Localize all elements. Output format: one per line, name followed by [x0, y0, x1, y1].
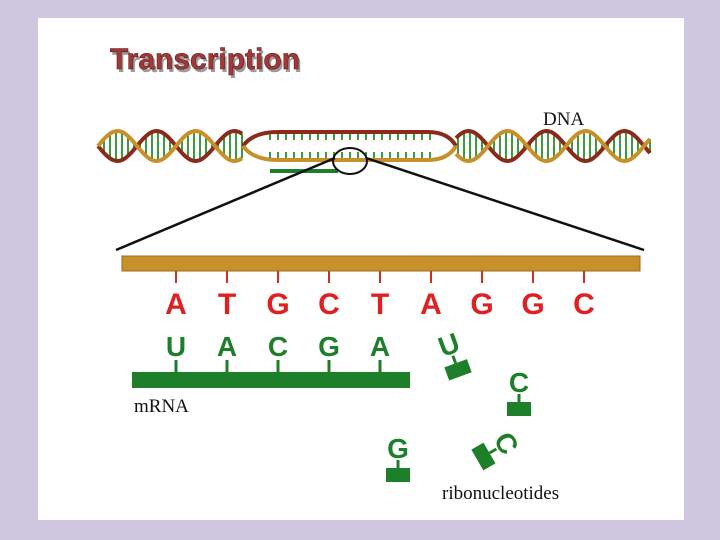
dna-base-t: T — [371, 288, 389, 321]
dna-base-t: T — [218, 288, 236, 321]
dna-base-a: A — [165, 288, 187, 321]
dna-base-a: A — [420, 288, 442, 321]
page-title: Transcription — [110, 43, 300, 76]
dna-base-g: G — [521, 288, 544, 321]
mrna-base-g: G — [318, 331, 340, 362]
bubble-bases — [269, 134, 431, 158]
zoom-line-right — [365, 156, 645, 252]
dna-base-ticks — [175, 271, 585, 283]
helix-base-pairs — [103, 131, 651, 161]
ribonucleotide-c: C — [507, 367, 531, 416]
ribonucleotide-g: G — [386, 433, 410, 482]
ribonucleotides-label: ribonucleotides — [442, 483, 559, 504]
dna-template-strand — [121, 255, 641, 272]
ribonucleotide-block — [386, 468, 410, 482]
ribonucleotide-letter: G — [387, 433, 409, 464]
ribonucleotide-letter: C — [509, 367, 529, 398]
dna-base-c: C — [573, 288, 595, 321]
ribonucleotide-letter: C — [488, 427, 525, 460]
free-ribonucleotides: U CC G — [386, 327, 531, 482]
dna-base-c: C — [318, 288, 340, 321]
dna-base-g: G — [266, 288, 289, 321]
ribonucleotide-stem — [488, 447, 498, 455]
ribonucleotide-stem — [451, 355, 458, 364]
mrna-label: mRNA — [134, 396, 189, 417]
transcription-bubble-top — [241, 130, 458, 148]
dna-double-helix — [96, 128, 652, 173]
title-group: Transcription Transcription — [110, 43, 302, 79]
ribonucleotide-letter: U — [434, 327, 464, 363]
mrna-base-ticks — [174, 360, 382, 372]
mrna-base-a: A — [217, 331, 237, 362]
mrna-base-c: C — [268, 331, 288, 362]
dna-strand-b — [96, 128, 652, 164]
ribonucleotide-block — [507, 402, 531, 416]
mrna-strand — [132, 372, 410, 388]
ribonucleotide-block — [444, 359, 472, 381]
zoom-line-left — [115, 156, 336, 252]
transcription-bubble-bottom — [241, 144, 458, 162]
ribonucleotide-u: U — [434, 327, 472, 381]
magnifier-circle — [332, 147, 368, 175]
ribonucleotide-block — [471, 442, 496, 471]
title-shadow: Transcription — [112, 46, 302, 79]
dna-base-g: G — [470, 288, 493, 321]
dna-label: DNA — [543, 109, 584, 130]
mrna-base-u: U — [166, 331, 186, 362]
mrna-base-a: A — [370, 331, 390, 362]
ribonucleotide-c: C — [471, 427, 525, 471]
